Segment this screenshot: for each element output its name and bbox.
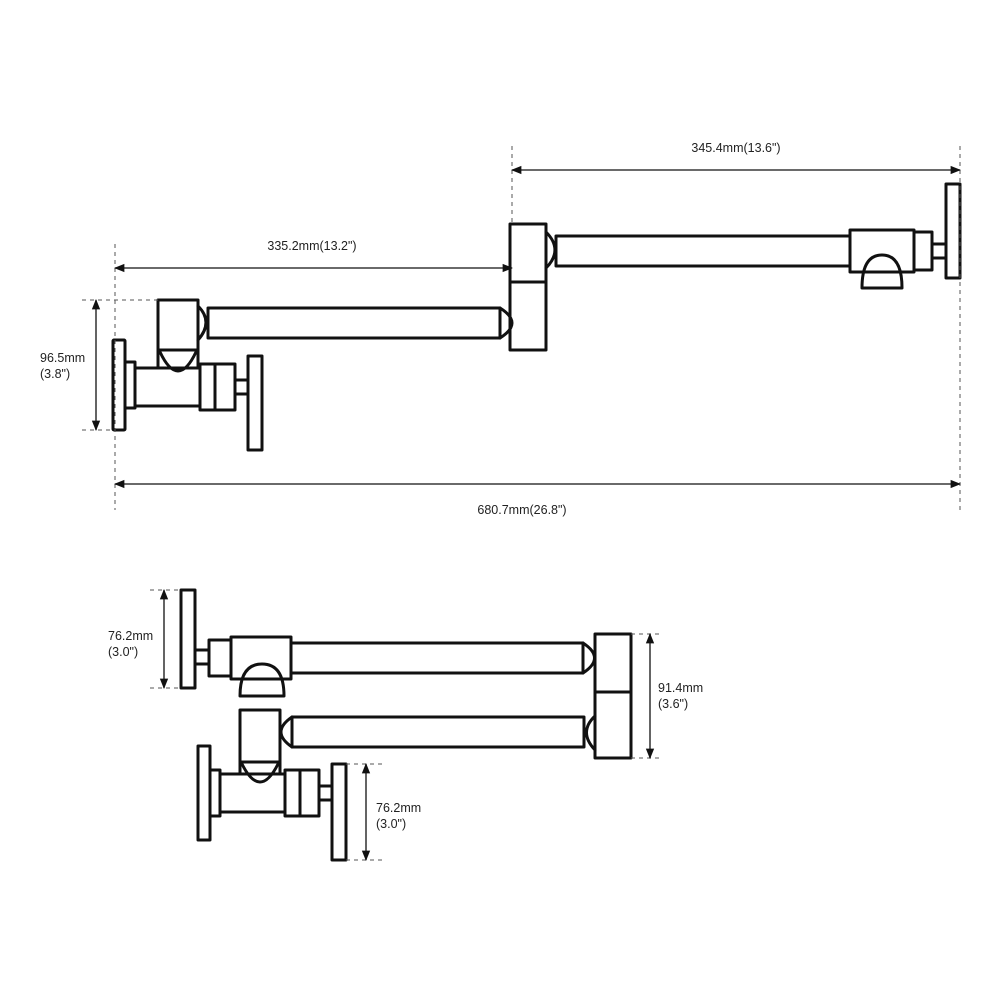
label-76-bottom-in: (3.0") bbox=[376, 817, 406, 831]
riser-block bbox=[156, 298, 200, 370]
label-91-mm: 91.4mm bbox=[658, 681, 703, 695]
valve-handle bbox=[246, 354, 264, 452]
folded-spout-stem bbox=[193, 648, 211, 666]
folded-elbow-lower bbox=[593, 690, 633, 760]
left-swivel-joint bbox=[196, 304, 208, 342]
label-96-in: (3.8") bbox=[40, 367, 70, 381]
label-76-top-in: (3.0") bbox=[108, 645, 138, 659]
extended-dimensions: 345.4mm(13.6") 335.2mm(13.2") 96.5mm (3.… bbox=[40, 141, 962, 517]
folded-spout-collar bbox=[207, 638, 233, 678]
valve-body bbox=[198, 362, 237, 412]
folded-lower-arm bbox=[290, 715, 586, 749]
spout-handle bbox=[944, 182, 962, 280]
label-96-mm: 96.5mm bbox=[40, 351, 85, 365]
folded-spout-head bbox=[229, 635, 293, 681]
label-680: 680.7mm(26.8") bbox=[477, 503, 566, 517]
spout-head bbox=[848, 228, 916, 274]
folded-flange-collar bbox=[208, 768, 222, 818]
folded-wall-flange bbox=[196, 744, 212, 842]
folded-upper-swivel bbox=[581, 641, 596, 675]
folded-spout-outlet bbox=[238, 662, 286, 698]
folded-spout-handle bbox=[179, 588, 197, 690]
folded-riser-block bbox=[238, 708, 282, 776]
first-arm-swivel bbox=[498, 306, 514, 340]
spout-outlet bbox=[860, 253, 904, 290]
label-335: 335.2mm(13.2") bbox=[267, 239, 356, 253]
first-arm bbox=[206, 306, 502, 340]
extended-faucet-drawing bbox=[111, 182, 962, 452]
valve-stem bbox=[233, 378, 250, 396]
folded-elbow-upper bbox=[593, 632, 633, 694]
middle-elbow-upper bbox=[508, 222, 548, 284]
wall-flange bbox=[111, 338, 127, 432]
middle-elbow-lower bbox=[508, 280, 548, 352]
folded-dimensions: 76.2mm (3.0") 91.4mm (3.6") 76.2mm (3.0"… bbox=[108, 588, 703, 862]
folded-lower-swivel bbox=[585, 714, 597, 752]
folded-riser-swivel bbox=[279, 715, 294, 749]
spout-stem bbox=[930, 242, 948, 260]
folded-valve-body bbox=[283, 768, 321, 818]
spout-collar bbox=[912, 230, 934, 272]
label-76-bottom-mm: 76.2mm bbox=[376, 801, 421, 815]
folded-riser-cap bbox=[240, 762, 280, 784]
riser-swivel-cap bbox=[158, 350, 198, 373]
label-345: 345.4mm(13.6") bbox=[691, 141, 780, 155]
folded-valve-stem bbox=[317, 784, 334, 802]
flange-collar bbox=[123, 360, 137, 410]
folded-valve-handle bbox=[330, 762, 348, 862]
folded-faucet-drawing bbox=[179, 588, 633, 862]
label-91-in: (3.6") bbox=[658, 697, 688, 711]
folded-upper-arm bbox=[289, 641, 585, 675]
inlet-pipe bbox=[133, 366, 202, 408]
label-76-top-mm: 76.2mm bbox=[108, 629, 153, 643]
second-arm bbox=[554, 234, 852, 268]
